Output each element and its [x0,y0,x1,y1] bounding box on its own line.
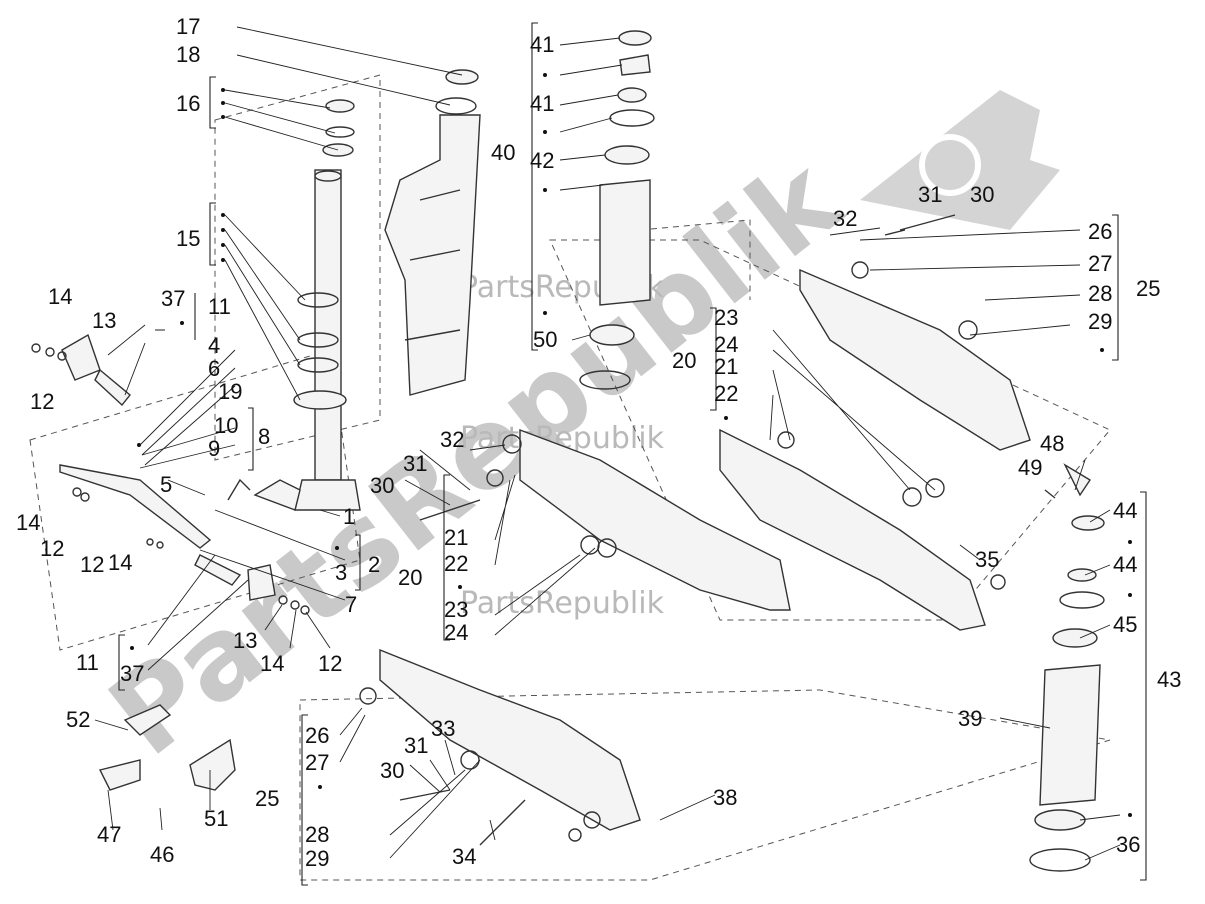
column-assembly-43 [1029,463,1105,872]
callout-28: 28 [305,822,329,847]
callout-34: 34 [452,844,476,869]
callout-12: 12 [30,389,54,414]
callout-26: 26 [1088,219,1112,244]
callout-50: 50 [533,327,557,352]
frame-head [384,114,481,396]
callout-13: 13 [92,308,116,333]
callout-45: 45 [1113,612,1137,637]
callout-22: 22 [714,381,738,406]
callout-51: 51 [204,806,228,831]
callout-30: 30 [970,182,994,207]
callout-43: 43 [1157,667,1181,692]
callout-30: 30 [380,758,404,783]
callout-17: 17 [176,14,200,39]
column-assembly-40 [579,30,655,390]
callout-16: 16 [176,91,200,116]
callout-20: 20 [398,565,422,590]
watermark-small-3: PartsRepublik [460,586,665,621]
callout-29: 29 [1088,309,1112,334]
callout-5: 5 [160,472,172,497]
callout-2: 2 [368,552,380,577]
callout-8: 8 [258,424,270,449]
callout-labels: 17 18 16 15 14 13 37 11 4 6 12 19 10 9 8… [16,14,1181,871]
callout-44: 44 [1113,552,1137,577]
callout-33: 33 [431,716,455,741]
callout-38: 38 [713,785,737,810]
callout-35: 35 [975,547,999,572]
leader-lines [94,26,1121,861]
callout-1: 1 [343,504,355,529]
callout-4: 4 [208,333,220,358]
callout-9: 9 [208,436,220,461]
callout-11: 11 [208,294,231,319]
callout-46: 46 [150,842,174,867]
callout-19: 19 [218,379,242,404]
left-mechanism [31,333,310,791]
callout-48: 48 [1040,431,1064,456]
callout-25: 25 [255,786,279,811]
callout-49: 49 [1018,455,1042,480]
callout-21: 21 [444,525,468,550]
callout-32: 32 [440,427,464,452]
callout-42: 42 [530,148,554,173]
callout-52: 52 [66,707,90,732]
callout-41: 41 [530,91,554,116]
callout-12: 12 [80,552,104,577]
callout-14: 14 [16,510,40,535]
callout-3: 3 [335,560,347,585]
callout-6: 6 [208,356,220,381]
callout-23: 23 [444,597,468,622]
callout-31: 31 [918,182,942,207]
callout-36: 36 [1116,832,1140,857]
callout-7: 7 [345,592,357,617]
callout-28: 28 [1088,281,1112,306]
callout-30: 30 [370,473,394,498]
callout-41: 41 [530,32,554,57]
callout-18: 18 [176,42,200,67]
callout-31: 31 [404,733,428,758]
callout-22: 22 [444,551,468,576]
callout-24: 24 [714,332,738,357]
callout-14: 14 [260,651,284,676]
callout-31: 31 [403,451,427,476]
callout-27: 27 [305,750,329,775]
swing-arms [359,214,1031,846]
callout-40: 40 [491,140,515,165]
callout-25: 25 [1136,276,1160,301]
brackets [118,22,1147,886]
callout-26: 26 [305,723,329,748]
callout-20: 20 [672,348,696,373]
callout-23: 23 [714,305,738,330]
callout-14: 14 [108,550,132,575]
callout-44: 44 [1113,498,1137,523]
callout-21: 21 [714,354,738,379]
callout-10: 10 [214,413,238,438]
callout-32: 32 [833,206,857,231]
callout-29: 29 [305,846,329,871]
callout-11: 11 [76,650,99,675]
callout-24: 24 [444,620,468,645]
callout-13: 13 [233,628,257,653]
callout-39: 39 [958,706,982,731]
callout-47: 47 [97,822,121,847]
callout-14: 14 [48,284,72,309]
callout-37: 37 [120,661,144,686]
callout-15: 15 [176,226,200,251]
watermark-gear-icon [860,90,1060,230]
bullet-dots [130,73,1132,817]
callout-37: 37 [161,286,185,311]
callout-12: 12 [40,536,64,561]
callout-12: 12 [318,651,342,676]
callout-27: 27 [1088,251,1112,276]
